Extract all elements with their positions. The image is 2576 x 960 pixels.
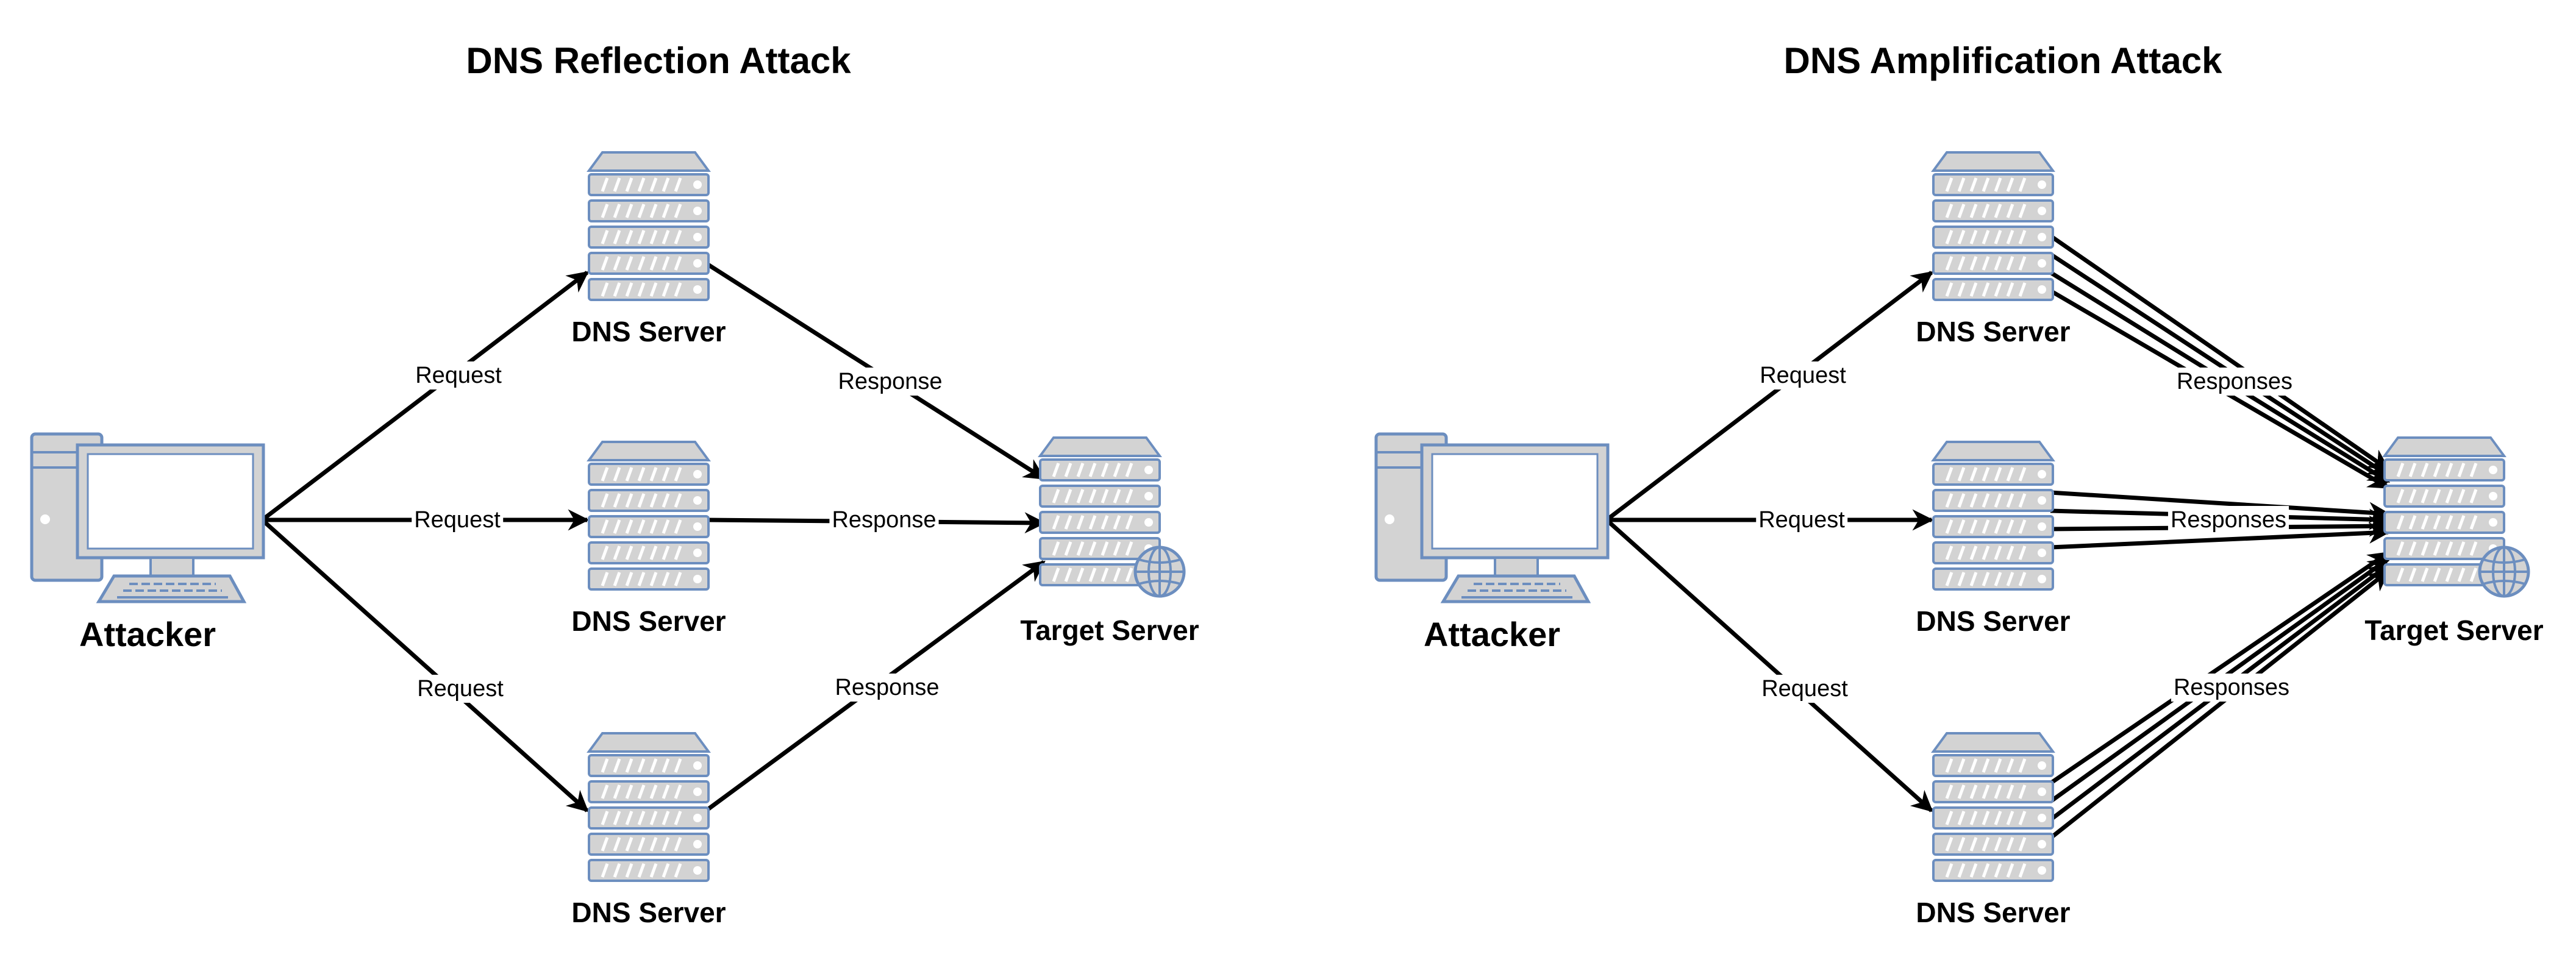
request-label: Request [415, 363, 502, 388]
response-label-group: Responses [2167, 506, 2289, 535]
response-label-background [2171, 674, 2292, 702]
request-label-group: Request [1759, 675, 1851, 703]
panel-reflection [32, 152, 1184, 881]
response-label-background [835, 368, 945, 396]
target-server-label: Target Server [1020, 614, 1199, 646]
panel-title: DNS Reflection Attack [466, 40, 851, 81]
request-label-group: Request [1757, 361, 1849, 390]
server-rack-icon [1933, 152, 2053, 300]
server-rack-icon [589, 152, 708, 300]
request-arrow [1605, 271, 1933, 522]
target-server-label: Target Server [2364, 614, 2543, 646]
web-server-globe-icon [2385, 438, 2528, 596]
response-label: Responses [2174, 675, 2289, 700]
response-label-background [829, 506, 939, 535]
request-label-background [1757, 361, 1849, 390]
dns-server-label: DNS Server [1916, 316, 2070, 347]
request-label-group: Request [415, 675, 507, 703]
request-label: Request [1761, 676, 1848, 702]
server-rack-icon [1933, 733, 2053, 881]
desktop-computer-icon [32, 434, 263, 602]
response-label: Responses [2177, 369, 2292, 394]
response-arrow [2049, 252, 2390, 477]
response-label-background [2167, 506, 2289, 535]
response-label-group: Responses [2174, 368, 2296, 396]
request-arrow [260, 518, 589, 812]
dns-server-label: DNS Server [571, 897, 726, 928]
request-label: Request [414, 507, 501, 533]
response-label-group: Response [835, 368, 945, 396]
server-rack-icon [1933, 442, 2053, 589]
request-label-group: Request [412, 506, 504, 535]
request-label-background [1759, 675, 1851, 703]
web-server-globe-icon [1040, 438, 1184, 596]
dns-server-label: DNS Server [1916, 605, 2070, 637]
response-label: Response [832, 507, 936, 533]
response-label: Response [835, 675, 939, 700]
response-arrow [2050, 490, 2391, 524]
response-label-background [2174, 368, 2296, 396]
response-label-group: Response [832, 674, 942, 702]
server-rack-icon [589, 442, 708, 589]
panel-title: DNS Amplification Attack [1784, 40, 2223, 81]
request-label: Request [1760, 363, 1846, 388]
attacker-label: Attacker [1424, 615, 1560, 653]
dns-server-label: DNS Server [571, 605, 726, 637]
response-label-group: Responses [2171, 674, 2292, 702]
request-label-background [413, 361, 505, 390]
request-label-background [1756, 506, 1848, 535]
request-label-background [415, 675, 507, 703]
response-arrow [2049, 234, 2390, 471]
request-label-background [412, 506, 504, 535]
response-label-group: Response [829, 506, 939, 535]
response-label-background [832, 674, 942, 702]
response-label: Responses [2171, 507, 2286, 533]
response-arrow [2049, 551, 2390, 785]
nodes-layer [32, 152, 2528, 881]
attacker-label: Attacker [79, 615, 216, 653]
response-arrow [2049, 569, 2390, 840]
panel-amplification [1376, 152, 2528, 881]
dns-server-label: DNS Server [571, 316, 726, 347]
dns-server-label: DNS Server [1916, 897, 2070, 928]
request-label-group: Request [1756, 506, 1848, 535]
request-label-group: Request [413, 361, 505, 390]
request-arrow [1605, 518, 1933, 812]
request-label: Request [1758, 507, 1845, 533]
request-label: Request [417, 676, 504, 702]
response-arrow [2050, 522, 2391, 550]
request-arrow [260, 271, 589, 522]
server-rack-icon [589, 733, 708, 881]
response-label: Response [838, 369, 942, 394]
desktop-computer-icon [1376, 434, 1608, 602]
